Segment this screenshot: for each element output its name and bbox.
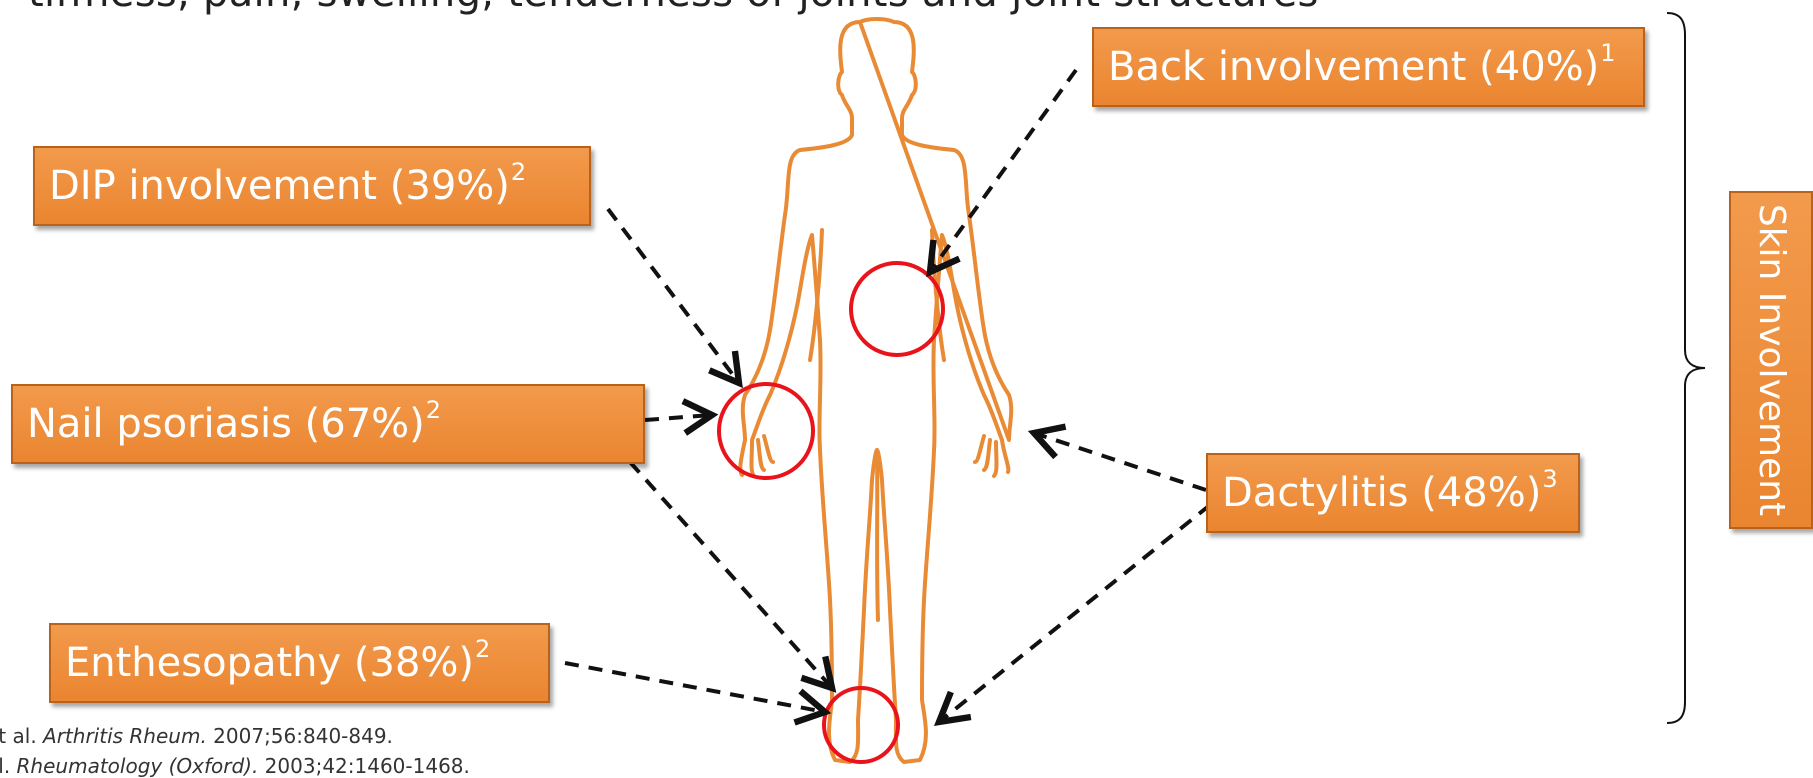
label-skin-involvement: Skin Involvement xyxy=(1729,191,1813,529)
label-dip-involvement: DIP involvement (39%)2 xyxy=(33,146,591,226)
label-back-text: Back involvement (40%) xyxy=(1108,47,1599,87)
reference-1-journal: Arthritis Rheum. xyxy=(43,724,207,748)
reference-1-suffix: 2007;56:840-849. xyxy=(207,724,393,748)
arrow-dactylitis-hand xyxy=(1034,433,1206,490)
label-dactylitis-text: Dactylitis (48%) xyxy=(1222,473,1541,513)
reference-2-journal: Rheumatology (Oxford). xyxy=(17,754,259,778)
human-figure-outline xyxy=(740,19,1011,762)
label-dactylitis-ref: 3 xyxy=(1542,467,1557,491)
arrow-nail-foot xyxy=(630,462,832,688)
label-enthesopathy-ref: 2 xyxy=(475,637,490,661)
skin-bracket xyxy=(1667,13,1705,723)
label-nail-text: Nail psoriasis (67%) xyxy=(27,404,425,444)
label-nail-psoriasis: Nail psoriasis (67%)2 xyxy=(11,384,645,464)
label-dip-text: DIP involvement (39%) xyxy=(49,166,510,206)
reference-1-prefix: et al. xyxy=(0,724,43,748)
highlight-circle-back xyxy=(851,263,943,355)
label-dactylitis: Dactylitis (48%)3 xyxy=(1206,453,1580,533)
label-dip-ref: 2 xyxy=(511,160,526,184)
label-back-ref: 1 xyxy=(1600,41,1615,65)
reference-2-suffix: 2003;42:1460-1468. xyxy=(258,754,470,778)
arrow-enthesopathy xyxy=(565,663,825,712)
arrow-back xyxy=(930,70,1076,272)
reference-2: al. Rheumatology (Oxford). 2003;42:1460-… xyxy=(0,754,470,778)
reference-1: et al. Arthritis Rheum. 2007;56:840-849. xyxy=(0,724,393,748)
arrow-dactylitis-foot xyxy=(939,505,1210,722)
label-nail-ref: 2 xyxy=(426,398,441,422)
reference-2-prefix: al. xyxy=(0,754,17,778)
highlight-circle-hand xyxy=(719,384,813,478)
label-skin-text: Skin Involvement xyxy=(1753,204,1789,516)
label-enthesopathy-text: Enthesopathy (38%) xyxy=(65,643,474,683)
label-back-involvement: Back involvement (40%)1 xyxy=(1092,27,1645,107)
arrow-nail-hand xyxy=(645,415,712,420)
label-enthesopathy: Enthesopathy (38%)2 xyxy=(49,623,550,703)
arrow-dip xyxy=(608,209,739,383)
